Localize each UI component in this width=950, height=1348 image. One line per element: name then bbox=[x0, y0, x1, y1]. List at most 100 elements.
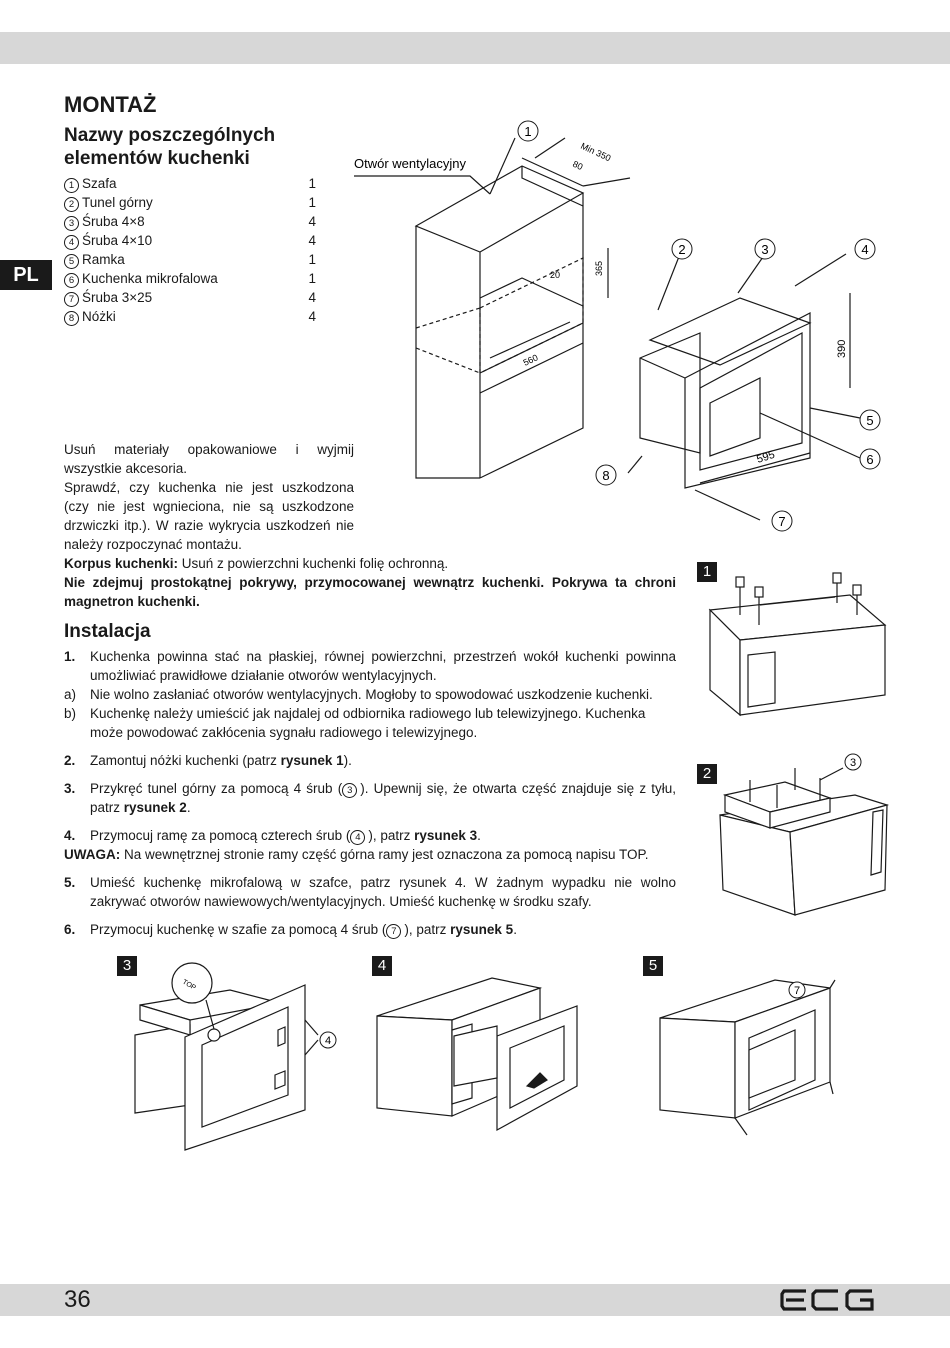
part-qty: 1 bbox=[308, 195, 316, 210]
part-name: Szafa bbox=[82, 176, 117, 191]
number-circle: 3 bbox=[64, 216, 79, 231]
step-text: Nie wolno zasłaniać otworów wentylacyjny… bbox=[90, 687, 653, 702]
part-name: Śruba 3×25 bbox=[82, 290, 153, 305]
step-number: 1. bbox=[64, 649, 76, 664]
figure-label: 1 bbox=[697, 562, 717, 582]
text: . bbox=[186, 800, 191, 815]
callout-number: 1 bbox=[524, 124, 531, 139]
part-qty: 4 bbox=[308, 290, 316, 305]
text: Usuń z powierzchni kuchenki folię ochron… bbox=[178, 556, 449, 571]
callout-number: 3 bbox=[850, 757, 856, 769]
figure-label: 2 bbox=[697, 764, 717, 784]
text: Przymocuj kuchenkę w szafie za pomocą 4 … bbox=[90, 922, 387, 937]
callout-number: 7 bbox=[778, 514, 785, 529]
dim-label: 365 bbox=[594, 261, 604, 276]
bold-ref: rysunek 5 bbox=[450, 922, 514, 937]
warning-paragraph: Nie zdejmuj prostokątnej pokrywy, przymo… bbox=[64, 573, 676, 611]
step-number: b) bbox=[64, 706, 77, 721]
figure-5: 7 bbox=[659, 979, 836, 1136]
bold-label: UWAGA: bbox=[64, 847, 121, 862]
note-paragraph: UWAGA: Na wewnętrznej stronie ramy część… bbox=[64, 845, 676, 864]
number-circle: 4 bbox=[64, 235, 79, 250]
step: 6.Przymocuj kuchenkę w szafie za pomocą … bbox=[64, 920, 676, 939]
page-number: 36 bbox=[64, 1286, 91, 1313]
step: b) Kuchenkę należy umieścić jak najdalej … bbox=[64, 704, 676, 742]
ecg-logo bbox=[780, 1288, 875, 1317]
cabinet-diagram: Otwór wentylacyjny Min 350 80 20 365 560… bbox=[354, 120, 881, 532]
text: ). bbox=[343, 753, 352, 768]
part-name: Tunel górny bbox=[82, 195, 153, 210]
step-text: Umieść kuchenkę mikrofalową w szafce, pa… bbox=[90, 875, 676, 909]
figure-3: TOP 4 bbox=[134, 962, 337, 1151]
part-qty: 4 bbox=[308, 214, 316, 229]
part-qty: 4 bbox=[308, 233, 316, 248]
part-name: Kuchenka mikrofalowa bbox=[82, 271, 218, 286]
paragraph: Usuń materiały opakowaniowe i wyjmij wsz… bbox=[64, 442, 354, 476]
dim-label: 20 bbox=[550, 270, 560, 280]
part-name: Śruba 4×10 bbox=[82, 233, 153, 248]
figure-label: 4 bbox=[372, 956, 392, 976]
text: Przymocuj ramę za pomocą czterech śrub ( bbox=[90, 828, 351, 843]
text: ), patrz bbox=[404, 922, 451, 937]
step-text: Kuchenkę należy umieścić jak najdalej od… bbox=[90, 706, 646, 740]
text: . bbox=[477, 828, 481, 843]
text: Zamontuj nóżki kuchenki (patrz bbox=[90, 753, 281, 768]
figure-1 bbox=[708, 572, 887, 717]
part-qty: 1 bbox=[308, 252, 316, 267]
number-circle: 7 bbox=[64, 292, 79, 307]
step-number: 2. bbox=[64, 753, 76, 768]
text: Przykręć tunel górny za pomocą 4 śrub ( bbox=[90, 781, 343, 796]
number-circle: 7 bbox=[386, 924, 402, 939]
dim-label: Min 350 bbox=[579, 141, 612, 164]
warning-text: Nie zdejmuj prostokątnej pokrywy, przymo… bbox=[64, 575, 676, 609]
number-circle: 8 bbox=[64, 311, 79, 326]
part-name: Śruba 4×8 bbox=[82, 214, 145, 229]
dim-label: 595 bbox=[755, 449, 776, 466]
callout-number: 5 bbox=[866, 413, 873, 428]
paragraph: Sprawdź, czy kuchenka nie jest uszkodzon… bbox=[64, 480, 354, 552]
body-text: Korpus kuchenki: Usuń z powierzchni kuch… bbox=[64, 554, 676, 939]
number-circle: 2 bbox=[64, 197, 79, 212]
step-number: 3. bbox=[64, 781, 76, 796]
callout-number: 6 bbox=[866, 452, 873, 467]
number-circle: 3 bbox=[342, 783, 358, 798]
number-circle: 5 bbox=[64, 254, 79, 269]
part-name: Nóżki bbox=[82, 309, 116, 324]
step-text: Kuchenka powinna stać na płaskiej, równe… bbox=[90, 649, 676, 683]
step-number: 4. bbox=[64, 828, 76, 843]
text: ), patrz bbox=[368, 828, 415, 843]
section-subtitle: Nazwy poszczególnych elementów kuchenki bbox=[64, 125, 276, 169]
step-number: a) bbox=[64, 687, 77, 702]
dim-label: 390 bbox=[836, 340, 848, 358]
bold-ref: rysunek 2 bbox=[123, 800, 187, 815]
step: 2. Zamontuj nóżki kuchenki (patrz rysunek… bbox=[64, 751, 676, 770]
dim-label: 80 bbox=[571, 159, 584, 172]
step: 3. Przykręć tunel górny za pomocą 4 śrub … bbox=[64, 779, 676, 817]
part-qty: 1 bbox=[308, 176, 316, 191]
install-heading: Instalacja bbox=[64, 621, 151, 642]
part-qty: 4 bbox=[308, 309, 316, 324]
callout-number: 4 bbox=[325, 1035, 331, 1047]
brand-logo-graphic bbox=[780, 1289, 874, 1311]
step: a) Nie wolno zasłaniać otworów wentylacyj… bbox=[64, 685, 676, 704]
paragraph: Korpus kuchenki: Usuń z powierzchni kuch… bbox=[64, 554, 676, 573]
page-title: MONTAŻ bbox=[64, 92, 157, 117]
bold-label: Korpus kuchenki: bbox=[64, 556, 179, 571]
header-bar bbox=[0, 32, 950, 64]
part-name: Ramka bbox=[82, 252, 125, 267]
callout-number: 8 bbox=[602, 468, 609, 483]
intro-text: Usuń materiały opakowaniowe i wyjmij wsz… bbox=[64, 440, 354, 554]
step: 5.Umieść kuchenkę mikrofalową w szafce, … bbox=[64, 873, 676, 911]
bold-ref: rysunek 1 bbox=[280, 753, 344, 768]
callout-number: 3 bbox=[761, 242, 768, 257]
bold-ref: rysunek 3 bbox=[414, 828, 478, 843]
part-qty: 1 bbox=[308, 271, 316, 286]
language-tab: PL bbox=[0, 260, 52, 290]
